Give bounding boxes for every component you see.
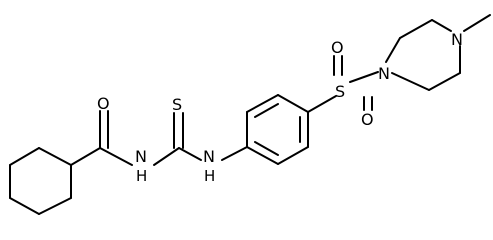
thio-hydrogen-label: H [204,167,215,185]
amide-nitrogen-label: N [135,147,147,166]
bond [153,147,180,166]
bond [70,147,101,166]
thione-sulfur-label: S [172,95,182,114]
bond [38,147,72,166]
bond [431,19,452,32]
amide-hydrogen-label: H [136,167,147,185]
carbonyl-oxygen-label: O [97,94,110,113]
bond [178,147,202,161]
atom-labels: O N H S N H S O O N N [97,30,463,185]
sulfonyl-oxygen-top-label: O [331,38,344,57]
structure-svg: O N H S N H S O O N N [9,14,491,215]
bond [385,37,401,63]
bond [246,146,279,165]
bond [399,19,433,39]
thio-nitrogen-label: N [203,147,215,166]
bond [254,141,279,156]
bond [349,71,379,83]
bond [38,197,72,215]
piperazine-nitrogen-4-label: N [451,30,463,49]
bond [221,146,248,161]
bond [428,72,461,91]
bond [307,95,337,113]
bond [277,94,309,113]
sulfonyl-sulfur-label: S [335,82,345,101]
bond [9,197,40,215]
bond [9,147,40,166]
bond [463,14,491,32]
sulfonyl-oxygen-bottom-label: O [361,110,374,129]
bond [277,146,309,165]
bond [254,103,279,118]
piperazine-nitrogen-1-label: N [378,64,390,83]
molecule-diagram: O N H S N H S O O N N [9,14,491,215]
bond [246,94,279,113]
bond [99,147,133,166]
bond-layer [9,14,491,215]
bond [391,72,430,91]
